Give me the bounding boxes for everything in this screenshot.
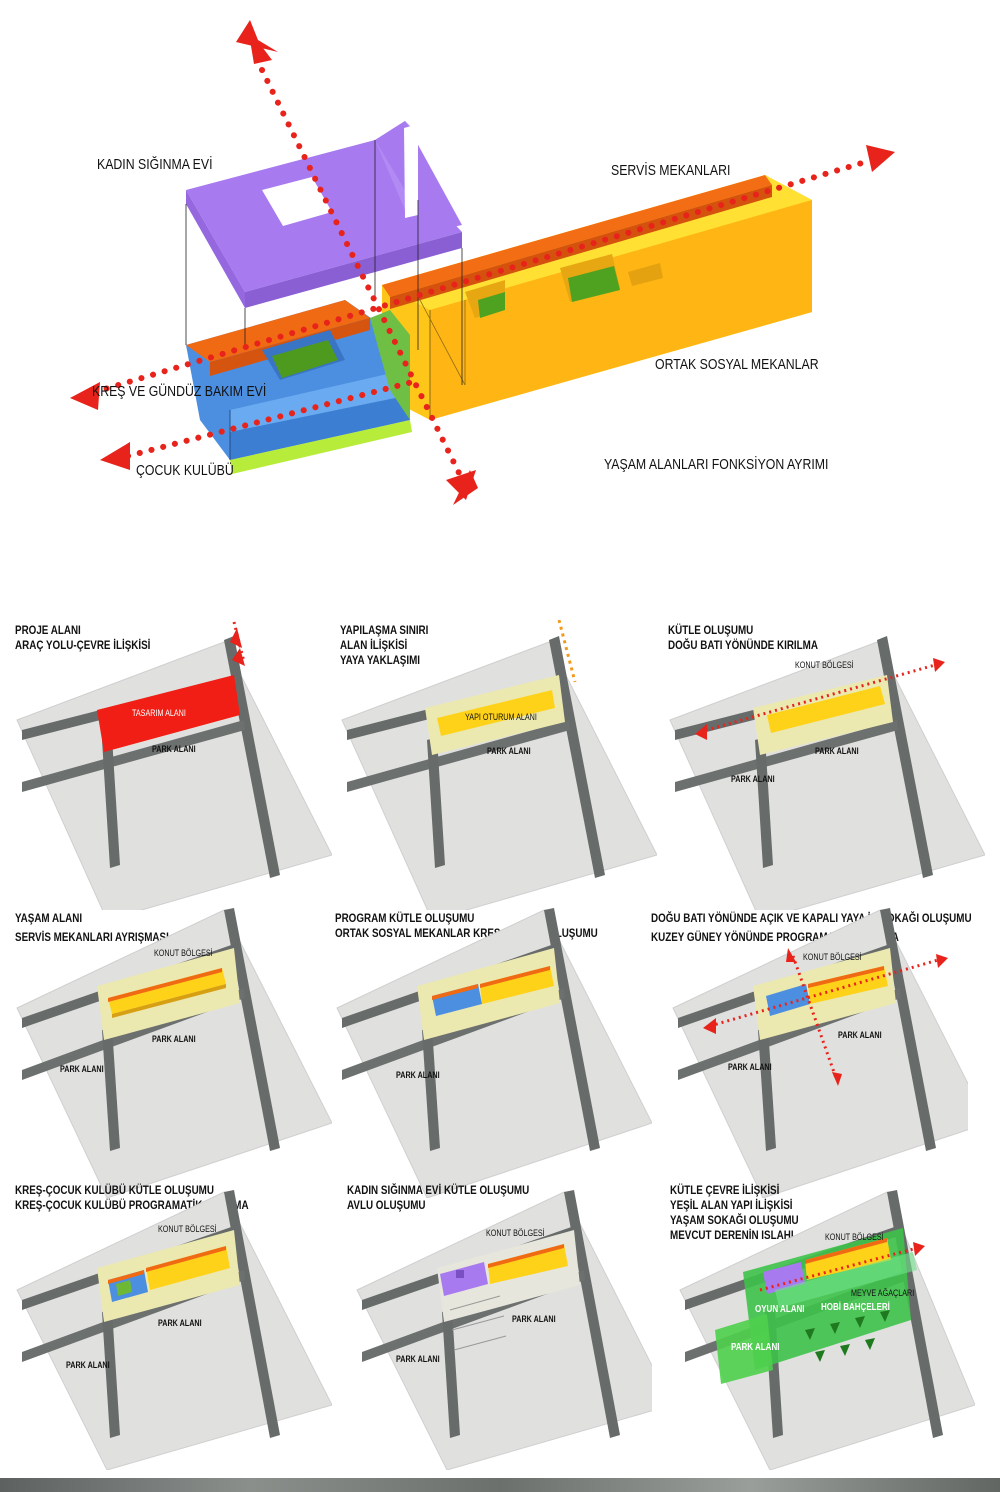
step-site-map — [16, 908, 332, 1198]
label-design-area: TASARIM ALANI — [132, 708, 186, 718]
step-title-line: PROGRAM KÜTLE OLUŞUMU — [335, 911, 475, 925]
label-park-area: PARK ALANI — [731, 1342, 780, 1353]
label-park-area: PARK ALANI — [158, 1318, 202, 1328]
step-panel-8: KADIN SIĞINMA EVİ KÜTLE OLUŞUMU AVLU OLU… — [332, 1180, 652, 1470]
step-panel-1: PROJE ALANI ARAÇ YOLU-ÇEVRE İLİŞKİSİ TAS… — [12, 620, 332, 910]
step-site-map — [336, 908, 652, 1198]
bottom-texture-strip — [0, 1478, 1000, 1492]
step-title-line: DOĞU BATI YÖNÜNDE KIRILMA — [668, 638, 818, 652]
label-park-area-west: PARK ALANI — [731, 774, 775, 784]
label-park-area-west: PARK ALANI — [396, 1354, 440, 1364]
step-title-line: PROJE ALANI — [15, 623, 81, 637]
label-park-area-west: PARK ALANI — [728, 1062, 772, 1072]
label-park-area: PARK ALANI — [152, 1034, 196, 1044]
step-panel-3: KÜTLE OLUŞUMU DOĞU BATI YÖNÜNDE KIRILMA … — [665, 620, 985, 910]
step-site-map — [16, 1190, 332, 1470]
step-site-map — [16, 621, 332, 910]
label-park-area: PARK ALANI — [487, 746, 531, 756]
label-service-spaces: SERVİS MEKANLARI — [611, 162, 731, 179]
step-panel-7: KREŞ-ÇOCUK KULÜBÜ KÜTLE OLUŞUMU KREŞ-ÇOC… — [12, 1180, 332, 1470]
label-kids-club: ÇOCUK KULÜBÜ — [136, 462, 234, 479]
step-site-map — [679, 1190, 975, 1470]
label-housing: KONUT BÖLGESİ — [158, 1224, 217, 1234]
step-site-map — [356, 1190, 652, 1470]
label-housing: KONUT BÖLGESİ — [825, 1232, 884, 1242]
label-kindergarten: KREŞ VE GÜNDÜZ BAKIM EVİ — [92, 383, 267, 400]
label-housing: KONUT BÖLGESİ — [795, 660, 854, 670]
step-site-map — [341, 620, 657, 910]
label-living-functions: YAŞAM ALANLARI FONKSİYON AYRIMI — [604, 456, 829, 473]
step-title-line: SERVİS MEKANLARI AYRIŞMASI — [15, 930, 169, 944]
label-park-area-west: PARK ALANI — [66, 1360, 110, 1370]
step-title-line: YAŞAM ALANI — [15, 911, 83, 925]
step-title-line: KÜTLE OLUŞUMU — [668, 623, 754, 637]
label-park-area: PARK ALANI — [152, 744, 196, 754]
step-title-line: MEVCUT DERENİN ISLAHI — [670, 1228, 794, 1242]
label-park-area: PARK ALANI — [838, 1030, 882, 1040]
kids-club-block — [230, 310, 412, 474]
step-title-line: ARAÇ YOLU-ÇEVRE İLİŞKİSİ — [15, 638, 151, 652]
label-housing: KONUT BÖLGESİ — [803, 952, 862, 962]
step-site-map — [672, 908, 968, 1198]
step-title-line: ALAN İLİŞKİSİ — [340, 638, 408, 652]
label-housing: KONUT BÖLGESİ — [486, 1228, 545, 1238]
step-panel-5: PROGRAM KÜTLE OLUŞUMU ORTAK SOSYAL MEKAN… — [332, 908, 652, 1198]
step-title-line: KÜTLE ÇEVRE İLİŞKİSİ — [670, 1183, 780, 1197]
step-panel-6: DOĞU BATI YÖNÜNDE AÇIK VE KAPALI YAYA İÇ… — [648, 908, 972, 1198]
step-title-line: KREŞ-ÇOCUK KULÜBÜ KÜTLE OLUŞUMU — [15, 1183, 214, 1197]
label-park-area-west: PARK ALANI — [60, 1064, 104, 1074]
label-park-area: PARK ALANI — [512, 1314, 556, 1324]
label-park-area: PARK ALANI — [815, 746, 859, 756]
step-panel-9: KÜTLE ÇEVRE İLİŞKİSİ YEŞİL ALAN YAPI İLİ… — [655, 1180, 975, 1470]
label-play-area: OYUN ALANI — [755, 1304, 805, 1315]
step-title-line: YAPILAŞMA SINIRI — [340, 623, 429, 637]
step-title-line: YEŞİL ALAN YAPI İLİŞKİSİ — [670, 1198, 793, 1212]
women-shelter-block — [185, 121, 463, 385]
label-fruit-trees: MEYVE AĞAÇLARI — [851, 1288, 915, 1298]
label-women-shelter: KADIN SIĞINMA EVİ — [97, 156, 213, 173]
step-title-line: YAŞAM SOKAĞI OLUŞUMU — [670, 1213, 799, 1227]
step-panel-4: YAŞAM ALANI SERVİS MEKANLARI AYRIŞMASI K… — [12, 908, 332, 1198]
label-common-social: ORTAK SOSYAL MEKANLAR — [655, 356, 819, 373]
step-site-map — [669, 636, 985, 910]
main-axonometric-diagram — [70, 20, 895, 505]
step-title-line: KADIN SIĞINMA EVİ KÜTLE OLUŞUMU — [347, 1183, 530, 1197]
circulation-arrows — [70, 20, 895, 505]
label-footprint: YAPI OTURUM ALANI — [465, 712, 537, 722]
label-park-area: PARK ALANI — [396, 1070, 440, 1080]
kindergarten-block — [186, 300, 410, 460]
label-housing: KONUT BÖLGESİ — [154, 948, 213, 958]
step-title-line: AVLU OLUŞUMU — [347, 1198, 426, 1212]
step-panel-2: YAPILAŞMA SINIRI ALAN İLİŞKİSİ YAYA YAKL… — [337, 620, 657, 910]
step-title-line: YAYA YAKLAŞIMI — [340, 653, 421, 667]
label-hobby-gardens: HOBİ BAHÇELERİ — [821, 1302, 890, 1313]
